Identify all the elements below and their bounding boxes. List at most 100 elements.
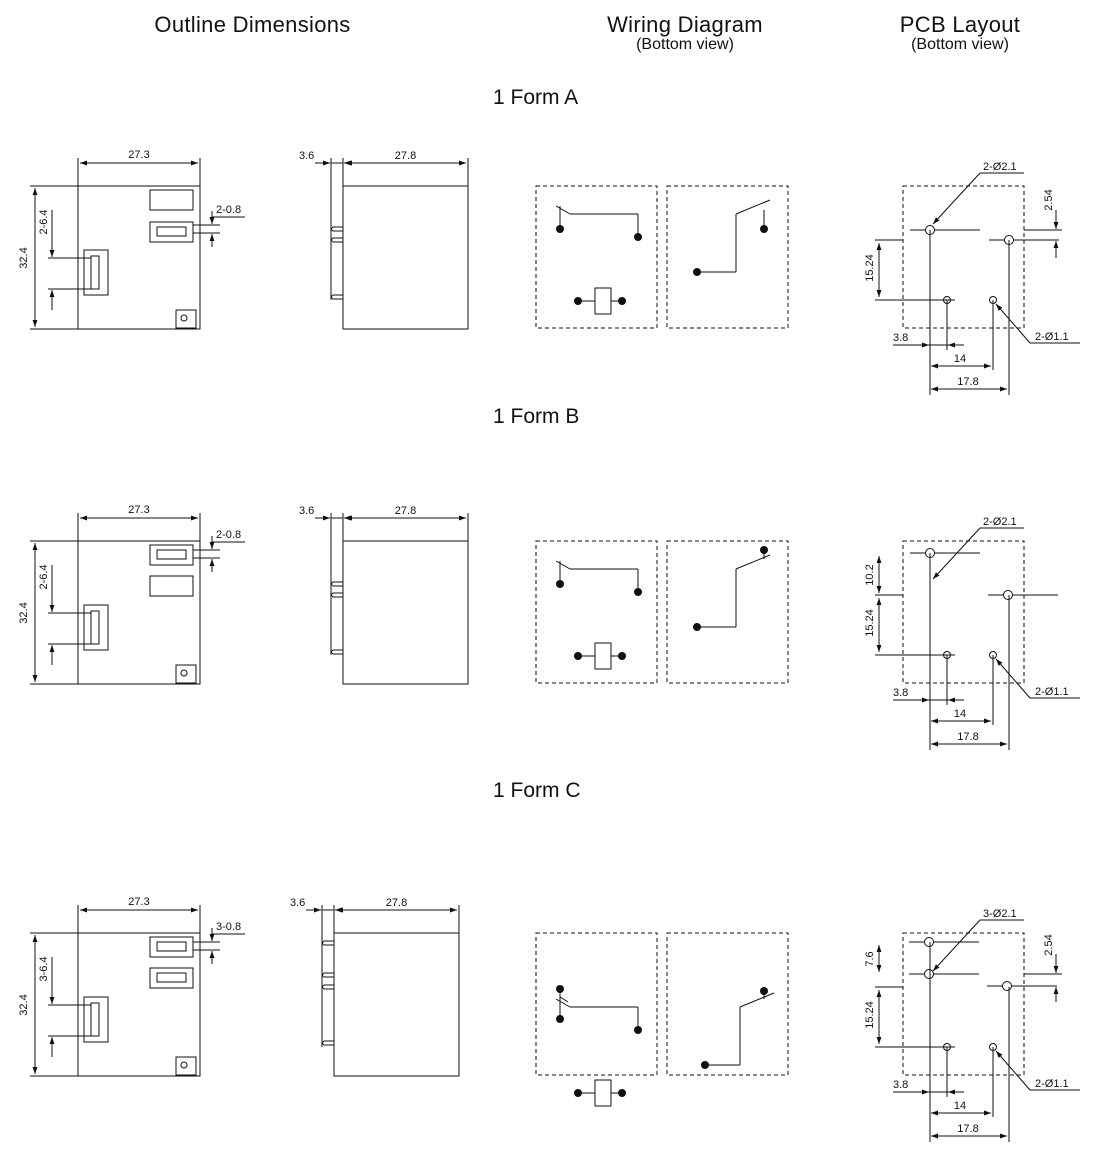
dim-a-label: 7.6: [864, 951, 876, 966]
terminal-spacing-label: 2-6.4: [38, 209, 50, 234]
mounting-mark: [175, 664, 197, 684]
side-body-outline: [333, 932, 460, 1077]
coil-terminal-blade: [90, 1002, 100, 1037]
large-pcb-hole: [924, 937, 934, 947]
width-label: 27.3: [128, 149, 149, 161]
mounting-hole-icon: [180, 669, 188, 677]
terminal-slot: [149, 967, 194, 989]
terminal-pin: [331, 226, 343, 232]
pin-length-label: 3.6: [299, 150, 314, 162]
width-label: 27.3: [128, 896, 149, 908]
dim-d-label: 14: [954, 708, 966, 720]
front-view: 27.332.42-0.82-6.4: [18, 504, 245, 685]
switch-arm: [555, 205, 571, 215]
pcb-layout-subtitle: (Bottom view): [911, 36, 1009, 53]
terminal-pin: [322, 972, 334, 978]
dim-a2-label: 2.54: [1043, 934, 1055, 955]
terminal-width-label: 2-0.8: [216, 204, 241, 216]
pin-length-label: 3.6: [299, 505, 314, 517]
contact-dot: [634, 1026, 642, 1034]
terminal-pin: [331, 237, 343, 243]
dim-c-label: 3.8: [893, 332, 908, 344]
terminal-spacing-label: 3-6.4: [38, 956, 50, 981]
coil-symbol: [594, 287, 612, 315]
coil-terminal-slot: [83, 604, 109, 651]
terminal-pin: [322, 940, 334, 946]
switch-arm: [555, 998, 571, 1008]
wiring-diagram: [535, 540, 789, 684]
small-holes-label: 2-Ø1.1: [1035, 1078, 1069, 1090]
relay-body-outline: [77, 540, 201, 685]
mounting-mark: [175, 309, 197, 329]
coil-terminal-blade: [90, 255, 100, 290]
front-view: 27.332.43-0.83-6.4: [18, 896, 245, 1077]
large-holes-label: 2-Ø2.1: [983, 161, 1017, 173]
wiring-right-panel: [666, 932, 789, 1076]
dim-c-label: 3.8: [893, 687, 908, 699]
switch-arm: [739, 992, 775, 1008]
large-pcb-hole: [924, 969, 934, 979]
pcb-layout-header: PCB Layout (Bottom view): [860, 12, 1060, 54]
coil-terminal-dot: [618, 297, 626, 305]
large-holes-leader: [932, 527, 981, 580]
small-holes-leader: [995, 658, 1031, 699]
coil-terminal-dot: [618, 1089, 626, 1097]
terminal-pin: [331, 294, 343, 300]
terminal-blade: [156, 972, 187, 983]
terminal-slot: [149, 936, 194, 958]
switch-arm: [559, 996, 569, 1003]
wiring-left-panel: [535, 932, 658, 1076]
wiring-right-panel: [666, 540, 789, 684]
dim-a-label: 10.2: [864, 564, 876, 585]
large-holes-leader: [932, 919, 981, 972]
wiring-right-panel: [666, 185, 789, 329]
large-pcb-hole: [1003, 590, 1013, 600]
form-a-title: 1 Form A: [493, 86, 579, 109]
terminal-slot: [149, 575, 194, 597]
terminal-slot: [149, 221, 194, 243]
form-b-title: 1 Form B: [493, 405, 580, 428]
pcb-outline: [902, 932, 1025, 1076]
coil-terminal-slot: [83, 249, 109, 296]
outline-dimensions-title: Outline Dimensions: [154, 12, 351, 37]
terminal-blade: [156, 941, 187, 952]
small-holes-label: 2-Ø1.1: [1035, 686, 1069, 698]
mounting-hole-icon: [180, 1061, 188, 1069]
dim-b-label: 15.24: [864, 609, 876, 637]
dim-d-label: 14: [954, 1100, 966, 1112]
pcb-outline: [902, 540, 1025, 684]
switch-arm: [735, 199, 771, 215]
wiring-diagram-title: Wiring Diagram: [607, 12, 763, 37]
dim-b-label: 15.24: [864, 254, 876, 282]
large-holes-label: 3-Ø2.1: [983, 908, 1017, 920]
small-holes-label: 2-Ø1.1: [1035, 331, 1069, 343]
coil-terminal-slot: [83, 996, 109, 1043]
large-holes-leader: [932, 172, 981, 225]
coil-terminal-dot: [574, 297, 582, 305]
terminal-pin: [322, 1040, 334, 1046]
contact-dot: [634, 588, 642, 596]
small-holes-leader: [995, 1050, 1031, 1091]
terminal-slot: [149, 544, 194, 566]
mounting-mark: [175, 1056, 197, 1076]
coil-symbol: [594, 642, 612, 670]
terminal-pin: [331, 592, 343, 598]
wiring-left-panel: [535, 185, 658, 329]
wiring-diagram-header: Wiring Diagram (Bottom view): [570, 12, 800, 54]
switch-arm: [735, 554, 771, 570]
wiring-diagram: [535, 185, 789, 329]
terminal-pin: [331, 581, 343, 587]
side-body-outline: [342, 540, 469, 685]
wiring-left-panel: [535, 540, 658, 684]
relay-body-outline: [77, 185, 201, 330]
terminal-pin: [322, 984, 334, 990]
